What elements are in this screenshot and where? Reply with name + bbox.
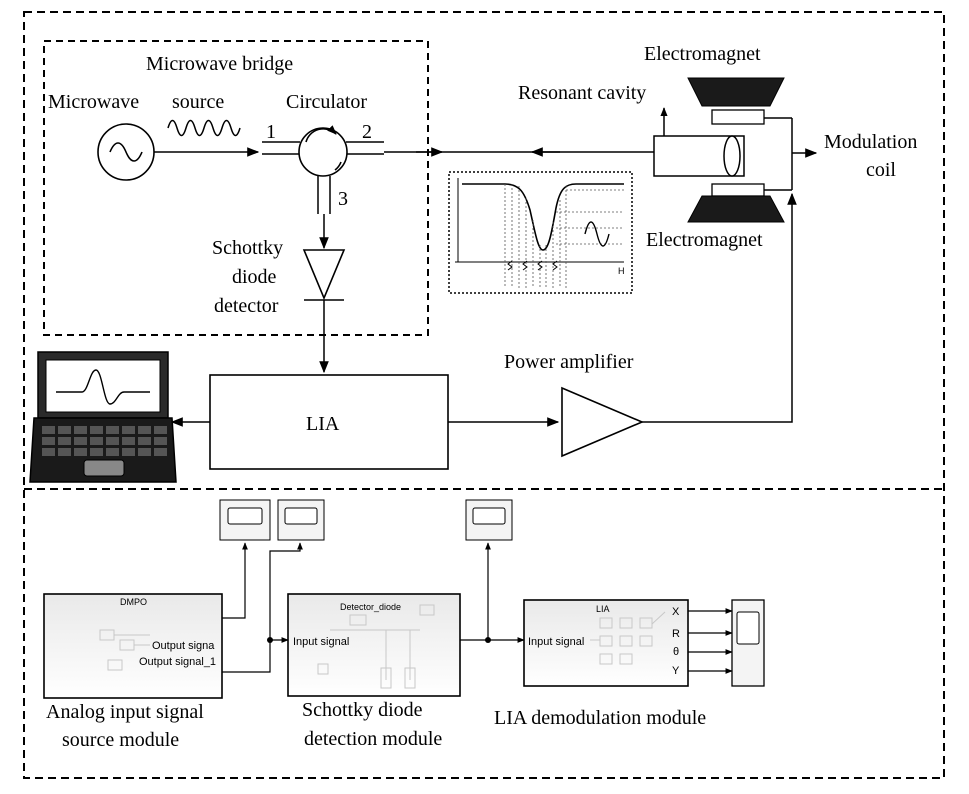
electromagnet-top-label: Electromagnet (644, 43, 761, 65)
circulator-label: Circulator (286, 91, 367, 113)
lia-block-title: LIA (596, 604, 610, 614)
detector-label-2: diode (232, 266, 277, 288)
junction-dot-2 (485, 637, 491, 643)
detector-diode-block: Detector_diode Input signal (287, 593, 461, 697)
electromagnet-bottom-label: Electromagnet (646, 229, 763, 251)
modulation-coil-label-1: Modulation (824, 131, 917, 153)
resonant-cavity-label: Resonant cavity (518, 82, 646, 104)
caption-source-1: Analog input signal (46, 701, 204, 723)
scope-icon-3 (465, 499, 513, 541)
lia-label: LIA (306, 413, 340, 435)
lia-output-x: X (672, 606, 680, 618)
detector-input-label: Input signal (293, 636, 349, 648)
modulation-coil-wiring (764, 117, 793, 191)
microwave-wave-icon (167, 119, 241, 137)
output-scope-icon (731, 599, 765, 687)
port-3-label: 3 (338, 188, 348, 210)
lia-output-r: R (672, 628, 680, 640)
electromagnet-top-icon (687, 77, 785, 125)
lia-output-y: Y (672, 665, 680, 677)
microwave-source-label-2: source (172, 91, 224, 113)
caption-detector-1: Schottky diode (302, 699, 423, 721)
lia-demod-block: LIA Input signal X R θ Y (523, 599, 689, 687)
laptop-icon (29, 351, 177, 483)
scope-icon-1 (219, 499, 271, 541)
microwave-bridge-box (43, 40, 429, 336)
power-amplifier-label: Power amplifier (504, 351, 634, 373)
diode-icon (302, 249, 346, 301)
detector-block-title: Detector_diode (340, 602, 401, 612)
scope-icon-2 (277, 499, 325, 541)
caption-detector-2: detection module (304, 728, 442, 750)
lia-output-theta: θ (673, 646, 679, 658)
analog-source-block: DMPO Output signa Output signal_1 (43, 593, 223, 699)
source-output-2: Output signal_1 (139, 656, 216, 668)
caption-lia: LIA demodulation module (494, 707, 706, 729)
port-1-label: 1 (266, 121, 276, 143)
microwave-source-icon (97, 123, 155, 181)
lia-input-label: Input signal (528, 636, 584, 648)
circulator-icon (262, 125, 384, 214)
detector-label-3: detector (214, 295, 279, 317)
junction-dot-1 (267, 637, 273, 643)
spectrum-axis-label: H (618, 266, 625, 276)
outer-frame (23, 11, 945, 779)
microwave-bridge-label: Microwave bridge (146, 53, 293, 75)
amplifier-to-coil-line (642, 192, 797, 423)
port-2-label: 2 (362, 121, 372, 143)
source-output-1: Output signa (152, 640, 215, 652)
resonant-cavity-icon (653, 135, 745, 177)
caption-source-2: source module (62, 729, 179, 751)
power-amplifier-icon (561, 386, 645, 458)
spectrum-inset: H (448, 171, 633, 294)
electromagnet-bottom-icon (687, 183, 785, 223)
detector-label-1: Schottky (212, 237, 283, 259)
source-block-title: DMPO (120, 597, 147, 607)
microwave-source-label: Microwave (48, 91, 139, 113)
modulation-coil-label-2: coil (866, 159, 896, 181)
lia-box (209, 374, 449, 470)
